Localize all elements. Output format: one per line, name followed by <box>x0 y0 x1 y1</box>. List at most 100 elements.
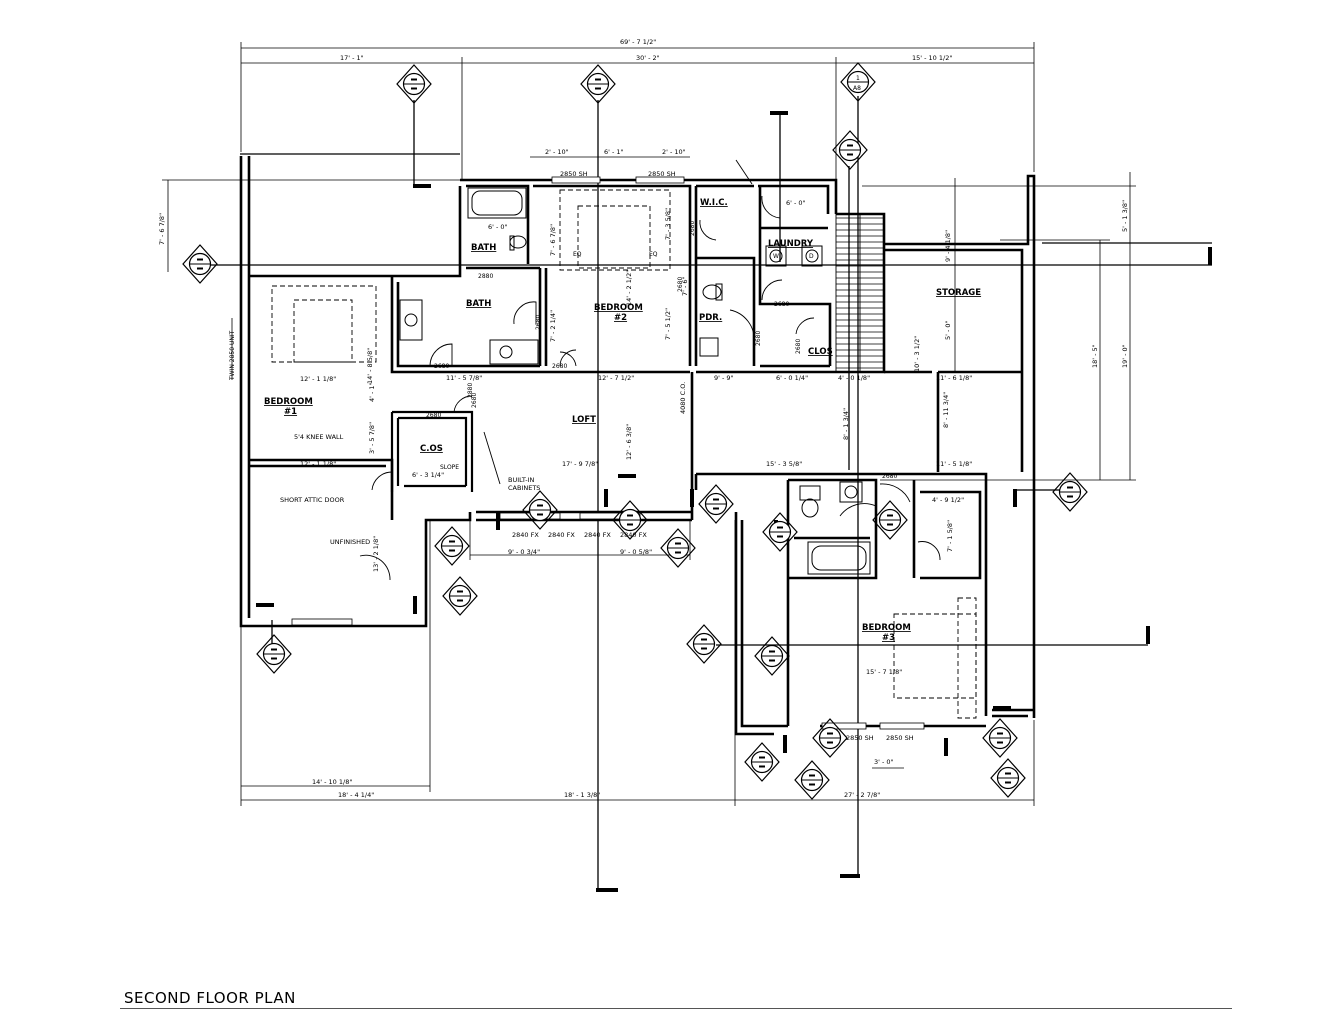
stair-treads <box>836 217 884 369</box>
dim-right-v5: 5' - 0" <box>944 320 952 340</box>
elevation-marker <box>686 624 722 664</box>
dim-win-c: 2' - 10" <box>662 148 686 156</box>
dim-top-overall: 69' - 7 1/2" <box>620 38 656 46</box>
room-loft: LOFT <box>572 415 596 425</box>
dim-sh1: 2850 SH <box>560 170 588 178</box>
dim-right-v3: 19' - 0" <box>1121 344 1129 368</box>
note-eq2: EQ <box>649 251 658 258</box>
room-laundry: LAUNDRY <box>768 239 814 249</box>
door-2680-10: 2680 <box>882 473 897 480</box>
room-bedroom3-num: #3 <box>882 633 895 643</box>
dim-win-b: 6' - 1" <box>604 148 624 156</box>
dim-wic-6: 6' - 0" <box>786 199 806 207</box>
door-2680-2: 2680 <box>434 363 449 370</box>
elevation-marker <box>744 742 780 782</box>
elevation-marker <box>580 64 616 104</box>
elevation-marker <box>754 636 790 676</box>
elevation-marker <box>182 244 218 284</box>
dim-loft-f: 11' - 6 1/8" <box>936 374 972 382</box>
note-cabinets: CABINETS <box>508 484 540 492</box>
note-slope: SLOPE <box>440 464 459 471</box>
dim-loft-d: 6' - 0 1/4" <box>776 374 808 382</box>
elevation-marker <box>762 512 798 552</box>
dim-sh2: 2850 SH <box>648 170 676 178</box>
right-dims <box>862 172 1136 481</box>
door-2680-5: 2680 <box>755 331 762 346</box>
note-eq1: EQ <box>573 251 582 258</box>
fixtures <box>399 187 871 575</box>
dim-bath-6: 6' - 0" <box>488 223 508 231</box>
room-clos: C.OS <box>420 444 443 454</box>
elevation-marker <box>698 484 734 524</box>
elevation-marker <box>442 576 478 616</box>
twin-unit-label: TWIN 2850 UNIT <box>229 330 236 381</box>
dim-loft-b: 12' - 7 1/2" <box>598 374 634 382</box>
dim-right-v1: 5' - 1 3/8" <box>1121 200 1129 232</box>
doors <box>359 159 941 581</box>
dim-win-a: 2' - 10" <box>545 148 569 156</box>
dim-fx3: 2840 FX <box>584 531 611 539</box>
note-w: W <box>773 253 779 260</box>
dim-stair-v2: 10' - 3 1/2" <box>913 336 921 372</box>
closet-walls <box>390 410 474 492</box>
note-knee-wall: 5'4 KNEE WALL <box>294 433 344 441</box>
dim-loft-c: 9' - 9" <box>714 374 734 382</box>
dim-fx2: 2840 FX <box>548 531 575 539</box>
door-2680-1: 2680 <box>535 315 542 330</box>
drawing-title: SECOND FLOOR PLAN <box>124 989 296 1007</box>
room-storage: STORAGE <box>936 288 981 298</box>
dim-clos-h: 6' - 3 1/4" <box>412 471 444 479</box>
dim-right-v4: 9' - 4 1/8" <box>944 230 952 262</box>
elevation-marker <box>982 718 1018 758</box>
detail-marker-sheet: A8 <box>853 85 861 92</box>
dim-top-a: 17' - 1" <box>340 54 364 62</box>
dim-bot-a: 14' - 10 1/8" <box>312 778 352 786</box>
room-bedroom2: BEDROOM <box>594 303 643 313</box>
note-builtin: BUILT-IN <box>508 476 534 484</box>
dim-stor-v: 8' - 11 3/4" <box>942 392 950 428</box>
elevation-marker <box>522 490 558 530</box>
dim-loft-w2: 15' - 3 5/8" <box>766 460 802 468</box>
dim-top-c: 15' - 10 1/2" <box>912 54 952 62</box>
room-wic: W.I.C. <box>700 198 728 208</box>
door-2680-4: 2680 <box>689 221 696 236</box>
dim-clos-v2: 3' - 5 7/8" <box>368 422 376 454</box>
windows <box>291 176 925 730</box>
door-2680-8: 2680 <box>426 412 441 419</box>
dim-unf-v: 13' - 2 1/8" <box>372 536 380 572</box>
dim-bed3-w: 15' - 7 1/8" <box>866 668 902 676</box>
dim-bed1-w2: 12' - 1 1/8" <box>300 460 336 468</box>
elevation-marker <box>434 526 470 566</box>
dim-btm-a: 9' - 0 3/4" <box>508 548 540 556</box>
top-dimensions <box>240 42 1035 180</box>
dim-right-v2: 18' - 5" <box>1091 344 1099 368</box>
door-2680-11: 2680 <box>677 277 684 292</box>
room-pdr: PDR. <box>699 313 722 323</box>
note-d: D <box>809 253 814 260</box>
left-dims <box>162 179 462 380</box>
note-unfinished: UNFINISHED <box>330 538 370 546</box>
dim-loft-g: 11' - 5 1/8" <box>936 460 972 468</box>
room-bedroom1-num: #1 <box>284 407 297 417</box>
dim-bed3-b: 7' - 1 5/8" <box>946 520 954 552</box>
dim-bed3-a: 4' - 9 1/2" <box>932 496 964 504</box>
dim-btm-b: 9' - 0 5/8" <box>620 548 652 556</box>
dim-top-b: 30' - 2" <box>636 54 660 62</box>
door-2680-6: 2680 <box>774 301 789 308</box>
elevation-marker <box>256 634 292 674</box>
door-2880-2: 2880 <box>467 383 474 398</box>
dim-bot-c: 18' - 1 3/8" <box>564 791 600 799</box>
elevation-marker <box>794 760 830 800</box>
section-markers <box>182 64 1088 800</box>
door-2680-3: 2680 <box>552 363 567 370</box>
elevation-marker <box>1052 472 1088 512</box>
dim-bed3-sh2: 2850 SH <box>886 734 914 742</box>
room-bedroom3: BEDROOM <box>862 623 911 633</box>
door-2680-7: 2680 <box>795 339 802 354</box>
dim-bot-b: 18' - 4 1/4" <box>338 791 374 799</box>
dim-bath2-v: 7' - 2 1/4" <box>549 310 557 342</box>
beds <box>271 189 977 719</box>
stair <box>835 213 885 373</box>
elevation-marker <box>396 64 432 104</box>
